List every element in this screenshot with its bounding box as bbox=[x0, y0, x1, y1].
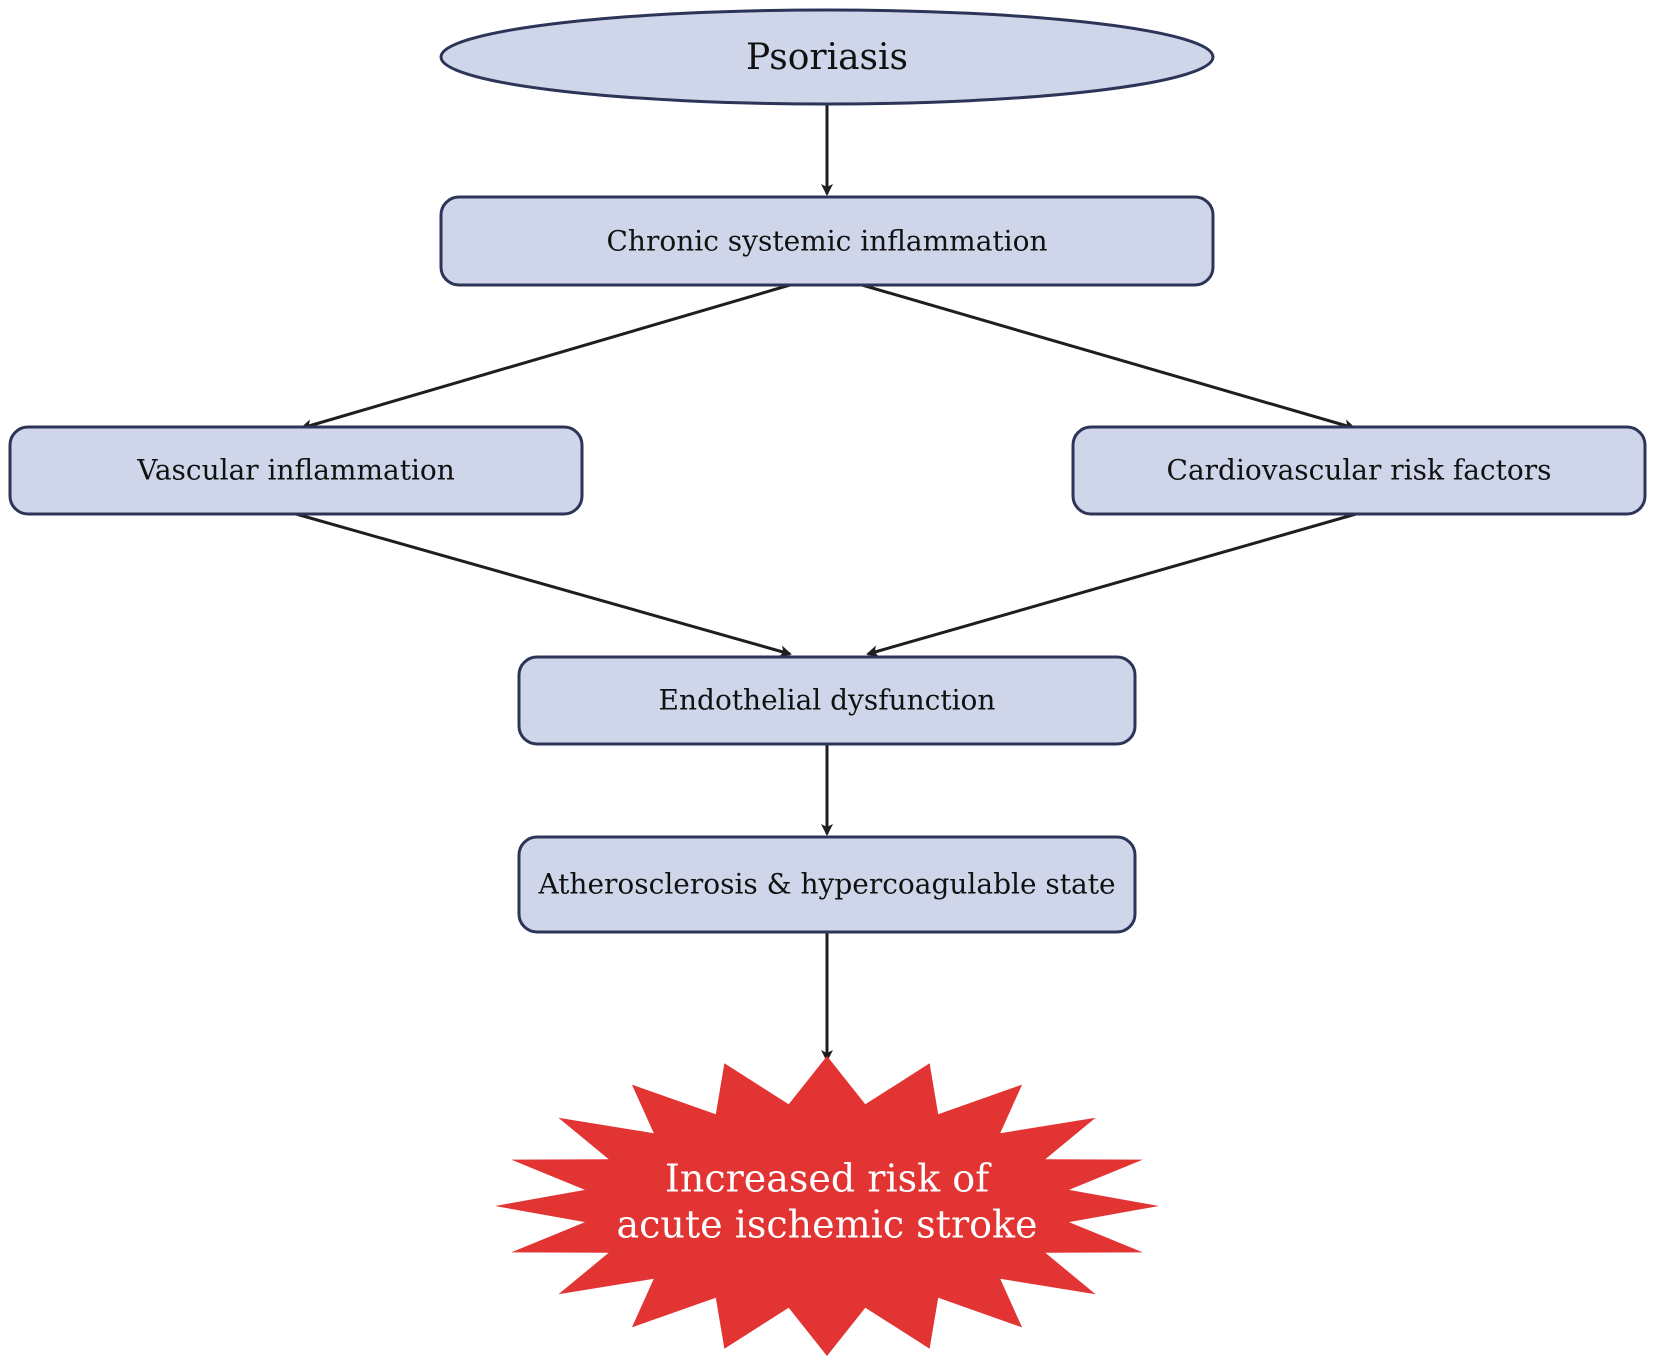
chronic-inflammation-box bbox=[439, 195, 1215, 287]
edge-cardio-endothelial bbox=[866, 512, 1357, 658]
node-outcome-stroke: Increased risk of acute ischemic stroke bbox=[495, 1056, 1159, 1356]
outcome-label-line1: Increased risk of bbox=[665, 1157, 992, 1201]
cardiovascular-risk-box bbox=[1071, 425, 1647, 516]
cardiovascular-risk-label: Cardiovascular risk factors bbox=[1167, 454, 1552, 487]
atherosclerosis-label: Atherosclerosis & hypercoagulable state bbox=[537, 868, 1115, 901]
vascular-inflammation-box bbox=[8, 425, 584, 516]
edge-vascular-endothelial bbox=[295, 512, 792, 658]
node-endothelial-dysfunction: Endothelial dysfunction bbox=[517, 655, 1137, 746]
outcome-label-line2: acute ischemic stroke bbox=[616, 1203, 1037, 1247]
node-psoriasis: Psoriasis bbox=[439, 8, 1215, 106]
node-atherosclerosis: Atherosclerosis & hypercoagulable state bbox=[517, 835, 1137, 934]
node-chronic-inflammation: Chronic systemic inflammation bbox=[439, 195, 1215, 287]
node-cardiovascular-risk: Cardiovascular risk factors bbox=[1071, 425, 1647, 516]
edge-chronic-vascular bbox=[300, 283, 791, 431]
psoriasis-ellipse bbox=[439, 8, 1215, 106]
chronic-inflammation-label: Chronic systemic inflammation bbox=[607, 225, 1048, 258]
edges bbox=[295, 104, 1357, 1062]
atherosclerosis-box bbox=[517, 835, 1137, 934]
vascular-inflammation-label: Vascular inflammation bbox=[136, 454, 455, 487]
outcome-burst-shape bbox=[495, 1056, 1159, 1356]
endothelial-dysfunction-box bbox=[517, 655, 1137, 746]
endothelial-dysfunction-label: Endothelial dysfunction bbox=[659, 684, 996, 717]
edge-chronic-cardio bbox=[861, 283, 1356, 431]
psoriasis-label: Psoriasis bbox=[746, 37, 908, 78]
node-vascular-inflammation: Vascular inflammation bbox=[8, 425, 584, 516]
